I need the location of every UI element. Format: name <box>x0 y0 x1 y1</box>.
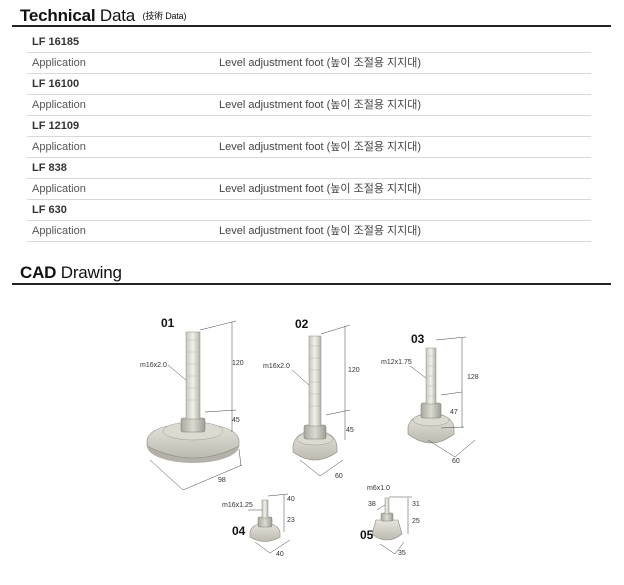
model-name: LF 630 <box>32 204 67 216</box>
dimension-adjust: 23 <box>287 517 295 524</box>
hex-nut <box>303 424 327 440</box>
dimension-lines <box>291 324 351 477</box>
technical-data-title: Technical Data (技術 Data) <box>20 6 186 26</box>
thread-spec: m16x2.0 <box>263 363 290 370</box>
spec-row-application: Application Level adjustment foot (높이 조절용… <box>27 137 591 158</box>
application-value: Level adjustment foot (높이 조절용 지지대) <box>219 183 422 195</box>
model-name: LF 12109 <box>32 120 80 132</box>
cad-title-rest: Drawing <box>60 263 122 282</box>
dimension-height: 40 <box>287 496 295 503</box>
dimension-adjust: 45 <box>232 417 240 424</box>
hex-nut <box>420 402 442 419</box>
spec-row-model: LF 838 <box>27 158 591 179</box>
dimension-height: 128 <box>467 374 479 381</box>
threaded-rod <box>308 335 322 427</box>
cad-title-rule <box>12 283 611 285</box>
application-value: Level adjustment foot (높이 조절용 지지대) <box>219 57 422 69</box>
application-value: Level adjustment foot (높이 조절용 지지대) <box>219 99 422 111</box>
dimension-diameter: 35 <box>398 550 406 557</box>
spec-row-model: LF 16100 <box>27 74 591 95</box>
part-01-drawing: 01 m16x2.0 120 45 98 <box>140 316 244 491</box>
part-number: 04 <box>232 524 246 538</box>
technical-title-bold: Technical <box>20 6 96 25</box>
dimension-lines <box>376 496 412 555</box>
dimension-height: 120 <box>232 360 244 367</box>
part-02-drawing: 02 m16x2.0 120 45 60 <box>263 317 360 480</box>
dimension-lines <box>149 320 243 491</box>
application-key: Application <box>32 183 86 195</box>
rod-threads <box>186 339 200 401</box>
application-value: Level adjustment foot (높이 조절용 지지대) <box>219 141 422 153</box>
cad-drawing-title: CAD Drawing <box>20 263 122 283</box>
application-key: Application <box>32 99 86 111</box>
dimension-height: 31 <box>412 501 420 508</box>
hex-nut <box>257 516 273 528</box>
technical-title-rule <box>12 25 611 27</box>
dimension-width: 38 <box>368 501 376 508</box>
spec-row-model: LF 630 <box>27 200 591 221</box>
threaded-rod <box>185 331 201 420</box>
dimension-adjust: 47 <box>450 409 458 416</box>
spec-row-application: Application Level adjustment foot (높이 조절용… <box>27 221 591 242</box>
part-number: 01 <box>161 316 175 330</box>
model-name: LF 16100 <box>32 78 80 90</box>
dimension-lines <box>409 336 476 458</box>
cad-drawing: 01 m16x2.0 120 45 98 02 <box>140 316 479 558</box>
spec-row-application: Application Level adjustment foot (높이 조절용… <box>27 179 591 200</box>
dimension-lines <box>248 493 291 554</box>
spec-row-application: Application Level adjustment foot (높이 조절용… <box>27 53 591 74</box>
model-name: LF 838 <box>32 162 67 174</box>
part-number: 05 <box>360 528 374 542</box>
part-number: 02 <box>295 317 309 331</box>
model-name: LF 16185 <box>32 36 80 48</box>
dimension-adjust: 25 <box>412 518 420 525</box>
thread-spec: m16x1.25 <box>222 502 253 509</box>
application-key: Application <box>32 57 86 69</box>
dimension-diameter: 40 <box>276 551 284 558</box>
thread-spec: m6x1.0 <box>367 485 390 492</box>
spec-row-application: Application Level adjustment foot (높이 조절용… <box>27 95 591 116</box>
part-05-drawing: 05 m6x1.0 38 31 25 35 <box>360 485 420 557</box>
part-number: 03 <box>411 332 425 346</box>
cad-title-bold: CAD <box>20 263 57 282</box>
spec-row-model: LF 12109 <box>27 116 591 137</box>
dimension-diameter: 60 <box>452 458 460 465</box>
base-pad <box>371 519 403 541</box>
rod-threads <box>309 345 321 407</box>
rod-threads <box>426 355 436 397</box>
application-value: Level adjustment foot (높이 조절용 지지대) <box>219 225 422 237</box>
thread-spec: m12x1.75 <box>381 359 412 366</box>
threaded-rod <box>384 497 390 515</box>
technical-title-rest: Data <box>99 6 135 25</box>
dimension-height: 120 <box>348 367 360 374</box>
thread-spec: m16x2.0 <box>140 362 167 369</box>
technical-title-sub: (技術 Data) <box>142 11 187 21</box>
part-03-drawing: 03 m12x1.75 128 47 60 <box>381 332 479 465</box>
part-04-drawing: 04 m16x1.25 40 23 40 <box>222 493 295 558</box>
dimension-diameter: 98 <box>218 477 226 484</box>
spec-row-model: LF 16185 <box>27 32 591 53</box>
application-key: Application <box>32 141 86 153</box>
dimension-diameter: 60 <box>335 473 343 480</box>
hex-nut <box>180 417 206 433</box>
dimension-adjust: 45 <box>346 427 354 434</box>
application-key: Application <box>32 225 86 237</box>
base-pad <box>249 522 281 542</box>
threaded-rod <box>261 499 269 519</box>
